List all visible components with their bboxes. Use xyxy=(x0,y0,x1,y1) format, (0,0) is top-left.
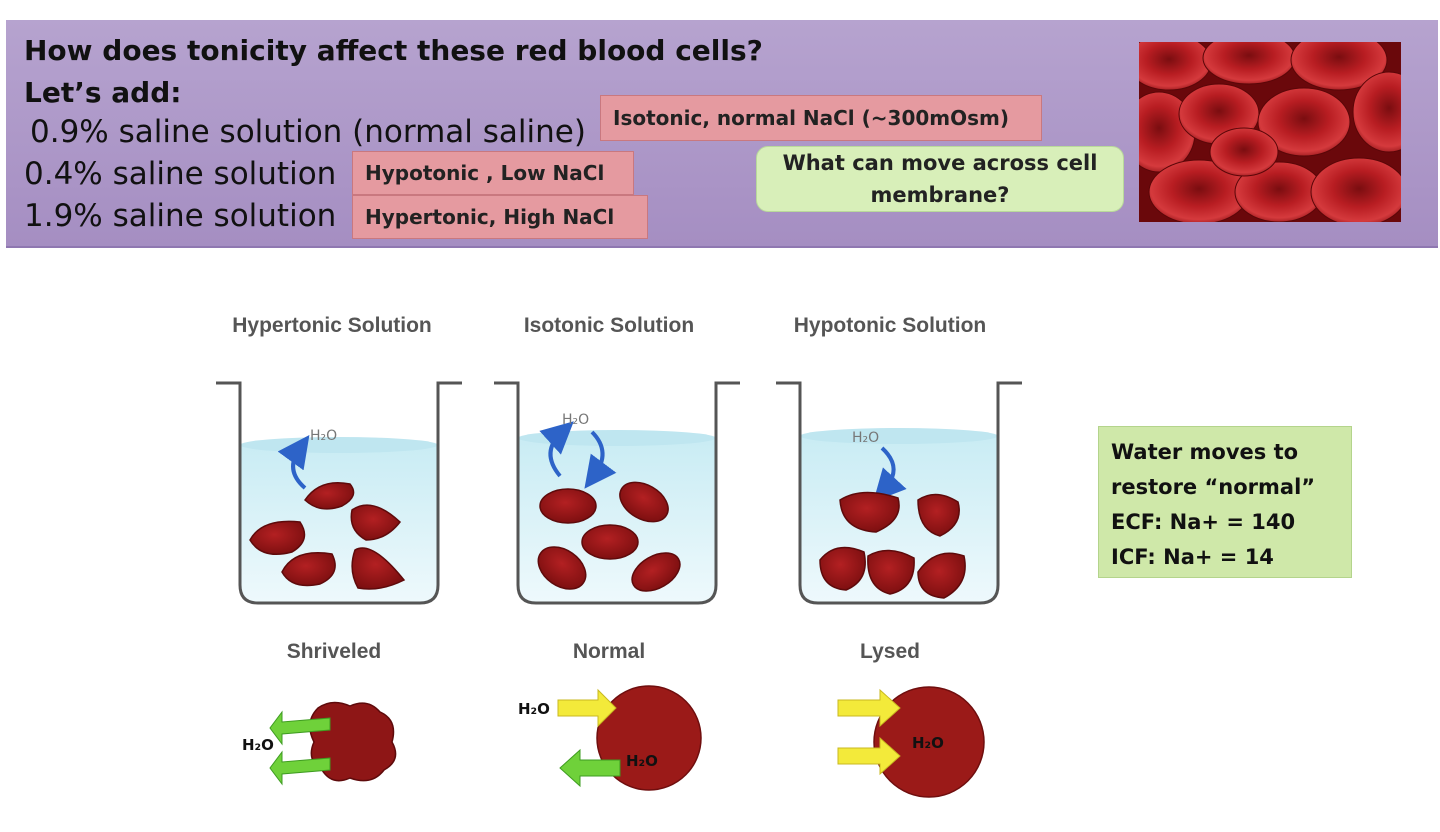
note-line-2: restore “normal” xyxy=(1111,475,1316,499)
shriveled-label: Shriveled xyxy=(286,640,382,663)
isotonic-solution-title: Isotonic Solution xyxy=(523,314,695,337)
lysed-cell xyxy=(837,686,985,798)
note-line-1: Water moves to xyxy=(1111,440,1299,464)
hypotonic-tag: Hypotonic , Low NaCl xyxy=(352,151,634,195)
solution-normal-saline: 0.9% saline solution (normal saline) xyxy=(30,114,586,150)
water-moves-note: Water moves to restore “normal” ECF: Na+… xyxy=(1098,426,1352,578)
h2o-label-hypotonic: H₂O xyxy=(852,430,879,446)
lets-add-label: Let’s add: xyxy=(24,76,182,109)
red-blood-cells-image xyxy=(1139,42,1401,222)
solution-1-9-saline: 1.9% saline solution xyxy=(24,198,337,234)
hypertonic-tag: Hypertonic, High NaCl xyxy=(352,195,648,239)
h2o-label-hypertonic: H₂O xyxy=(310,428,337,444)
lysed-label: Lysed xyxy=(860,640,920,663)
membrane-question-box: What can move across cell membrane? xyxy=(756,146,1124,212)
h2o-label-shriveled: H₂O xyxy=(242,736,274,754)
banner-question: How does tonicity affect these red blood… xyxy=(24,34,763,67)
hypertonic-beaker xyxy=(216,381,462,605)
h2o-label-normal-out: H₂O xyxy=(626,752,658,770)
h2o-label-isotonic: H₂O xyxy=(562,412,589,428)
h2o-label-lysed: H₂O xyxy=(912,734,944,752)
normal-cell xyxy=(557,685,702,791)
solution-0-4-saline: 0.4% saline solution xyxy=(24,156,337,192)
note-line-3: ECF: Na+ = 140 xyxy=(1111,510,1296,534)
isotonic-tag: Isotonic, normal NaCl (~300mOsm) xyxy=(600,95,1042,141)
hypotonic-solution-title: Hypotonic Solution xyxy=(793,314,987,337)
h2o-label-normal-in: H₂O xyxy=(518,700,550,718)
shriveled-cell xyxy=(269,701,397,786)
note-line-4: ICF: Na+ = 14 xyxy=(1111,545,1274,569)
hypotonic-beaker xyxy=(776,381,1022,605)
isotonic-beaker xyxy=(494,381,740,605)
hypertonic-solution-title: Hypertonic Solution xyxy=(232,314,432,337)
normal-label: Normal xyxy=(572,640,646,663)
